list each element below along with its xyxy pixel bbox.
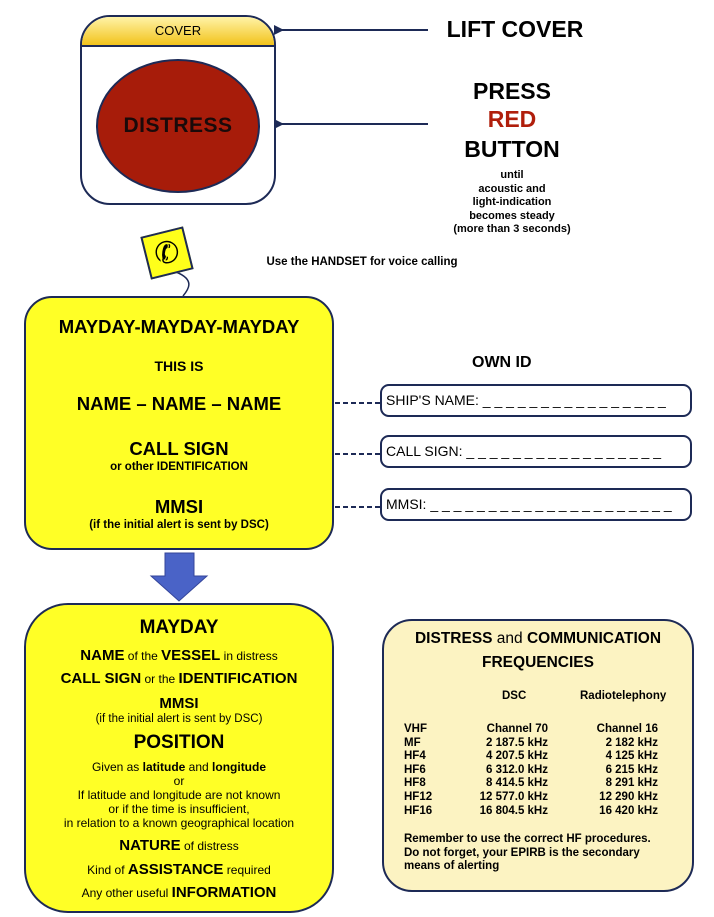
msg-mayday: MAYDAY (139, 617, 219, 638)
red-label: RED (487, 106, 537, 132)
msg-pos-given: Given as latitude and longitude (91, 760, 267, 774)
msg-call-sign: CALL SIGN or the IDENTIFICATION (60, 670, 298, 687)
msg-mmsi: MMSI (159, 695, 199, 712)
distress-panel: COVER DISTRESS (80, 15, 276, 205)
col-header-radiotelephony: Radiotelephony (580, 690, 667, 702)
own-id-title: OWN ID (472, 354, 532, 371)
msg-pos-l4: in relation to a known geographical loca… (63, 816, 295, 830)
mmsi-sub: (if the initial alert is sent by DSC) (89, 519, 269, 531)
mmsi: MMSI (154, 496, 204, 517)
button-label: BUTTON (464, 136, 560, 162)
freq-title-2: FREQUENCIES (482, 654, 594, 671)
down-arrow-icon (149, 552, 209, 602)
distress-message-box: MAYDAY NAME of the VESSEL in distress CA… (24, 603, 334, 913)
msg-pos-l3: or if the time is insufficient, (108, 802, 250, 816)
distress-button[interactable]: DISTRESS (96, 59, 260, 193)
msg-name: NAME of the VESSEL in distress (80, 647, 278, 664)
lift-cover-label: LIFT COVER (446, 16, 584, 42)
call-sign-sub: or other IDENTIFICATION (110, 461, 248, 473)
call-sign: CALL SIGN (129, 438, 229, 459)
name-triple: NAME – NAME – NAME (76, 393, 282, 414)
msg-information: Any other useful INFORMATION (81, 884, 277, 901)
msg-nature: NATURE of distress (119, 837, 239, 854)
msg-assistance: Kind of ASSISTANCE required (87, 861, 271, 878)
frequencies-box: DISTRESS and COMMUNICATION FREQUENCIES D… (382, 619, 694, 892)
until-note: until acoustic and light-indication beco… (453, 169, 571, 235)
col-header-dsc: DSC (502, 690, 527, 702)
freq-footer: Remember to use the correct HF procedure… (404, 833, 651, 873)
mayday-triple: MAYDAY-MAYDAY-MAYDAY (58, 316, 300, 337)
cover-flap[interactable]: COVER (82, 17, 274, 47)
msg-mmsi-sub: (if the initial alert is sent by DSC) (95, 713, 263, 725)
ships-name-field[interactable]: SHIP'S NAME: _ _ _ _ _ _ _ _ _ _ _ _ _ _… (380, 384, 692, 417)
msg-pos-or: or (173, 774, 185, 788)
handset-note: Use the HANDSET for voice calling (266, 256, 458, 268)
handset-cord (175, 271, 190, 297)
msg-position: POSITION (133, 732, 225, 753)
mmsi-field[interactable]: MMSI: _ _ _ _ _ _ _ _ _ _ _ _ _ _ _ _ _ … (380, 488, 692, 521)
call-sign-field[interactable]: CALL SIGN: _ _ _ _ _ _ _ _ _ _ _ _ _ _ _… (380, 435, 692, 468)
press-label: PRESS (473, 78, 551, 104)
msg-pos-l2: If latitude and longitude are not known (77, 788, 281, 802)
mayday-call-box: MAYDAY-MAYDAY-MAYDAY THIS IS NAME – NAME… (24, 296, 334, 550)
this-is: THIS IS (154, 358, 204, 374)
freq-title-1: DISTRESS and COMMUNICATION (414, 630, 662, 647)
